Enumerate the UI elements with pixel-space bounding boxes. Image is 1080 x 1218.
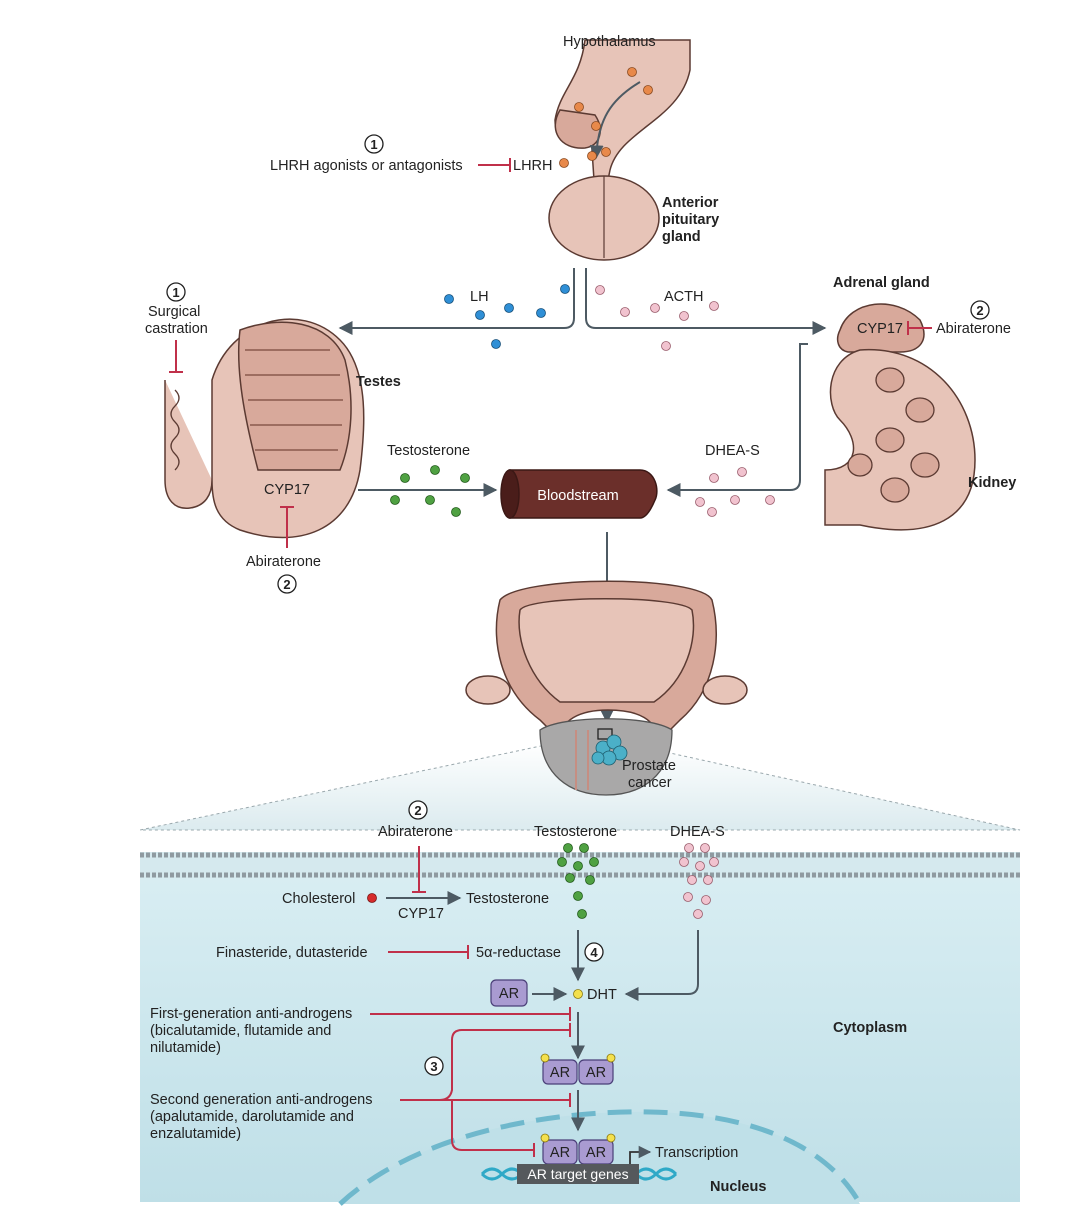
prostate-illustration xyxy=(465,580,748,796)
lhrh-inhibition xyxy=(478,158,511,172)
prostate-cancer-label-1: Prostate xyxy=(622,758,676,774)
adrenal-cyp17-label: CYP17 xyxy=(857,321,903,337)
svg-text:AR: AR xyxy=(499,986,519,1002)
step-2-badge-cell: 2 xyxy=(408,800,428,820)
lhrh-drugs-label: LHRH agonists or antagonists xyxy=(270,158,463,174)
kidney-illustration xyxy=(824,303,976,531)
anterior-pituitary-label-3: gland xyxy=(662,229,701,245)
ar-dimer-nucleus: AR AR xyxy=(540,1133,616,1165)
step-4-badge: 4 xyxy=(584,942,604,962)
second-gen-label-1: Second generation anti-androgens xyxy=(150,1092,373,1108)
testes-abiraterone-label: Abiraterone xyxy=(246,554,321,570)
svg-text:1: 1 xyxy=(172,285,179,300)
adrenal-abiraterone-label: Abiraterone xyxy=(936,321,1011,337)
anterior-pituitary-label-2: pituitary xyxy=(662,212,719,228)
svg-text:2: 2 xyxy=(283,577,290,592)
castration-label-1: Surgical xyxy=(148,304,200,320)
ar-dimer-cytoplasm: AR AR xyxy=(540,1053,616,1085)
lh-dots xyxy=(444,284,570,349)
dht-dot xyxy=(573,989,583,999)
lh-label: LH xyxy=(470,289,489,305)
ar-free: AR xyxy=(490,979,528,1007)
transcription-label: Transcription xyxy=(655,1145,738,1161)
five-alpha-reductase-label: 5α-reductase xyxy=(476,945,561,961)
dhea-s-label-membrane: DHEA-S xyxy=(670,824,725,840)
kidney-label: Kidney xyxy=(968,475,1016,491)
pituitary-region xyxy=(548,39,691,261)
ar-target-genes-box xyxy=(517,1164,639,1184)
cytoplasm-label: Cytoplasm xyxy=(833,1020,907,1036)
cholesterol-label: Cholesterol xyxy=(282,891,355,907)
dht-label: DHT xyxy=(587,987,617,1003)
testosterone-dots-top xyxy=(390,465,470,517)
svg-text:AR: AR xyxy=(550,1145,570,1161)
acth-dots xyxy=(595,285,719,351)
cell-cyp17-label: CYP17 xyxy=(398,906,444,922)
ar-target-genes-label: AR target genes xyxy=(527,1166,628,1182)
svg-text:2: 2 xyxy=(976,303,983,318)
hypothalamus-label: Hypothalamus xyxy=(563,34,656,50)
bracket-to-cytoplasm xyxy=(400,1023,571,1101)
svg-text:AR: AR xyxy=(586,1065,606,1081)
testes-cyp17-inhibition xyxy=(280,506,294,548)
svg-text:AR: AR xyxy=(550,1065,570,1081)
lhrh-label: LHRH xyxy=(513,158,552,174)
dna-helix xyxy=(480,1167,678,1181)
adrenal-cyp17-inhibition xyxy=(907,321,932,335)
svg-text:AR: AR xyxy=(586,1145,606,1161)
second-gen-label-3: enzalutamide) xyxy=(150,1126,241,1142)
finasteride-label: Finasteride, dutasteride xyxy=(216,945,368,961)
first-gen-label-3: nilutamide) xyxy=(150,1040,221,1056)
svg-text:1: 1 xyxy=(370,137,377,152)
nucleus-label: Nucleus xyxy=(710,1179,766,1195)
svg-text:2: 2 xyxy=(414,803,421,818)
step-1-badge-castration: 1 xyxy=(166,282,186,302)
first-gen-label-1: First-generation anti-androgens xyxy=(150,1006,352,1022)
testosterone-label-top: Testosterone xyxy=(387,443,470,459)
lhrh-dots xyxy=(559,67,653,168)
prostate-cancer-label-2: cancer xyxy=(628,775,672,791)
anterior-pituitary-label-1: Anterior xyxy=(662,195,719,211)
lh-arrow xyxy=(338,268,575,335)
dhea-s-dots-membrane xyxy=(679,843,719,919)
acth-arrow xyxy=(585,268,827,335)
castration-inhibition xyxy=(169,340,183,373)
bloodstream-label: Bloodstream xyxy=(537,488,618,504)
cell-cyp17-inhibition xyxy=(412,846,426,893)
bloodstream-vessel xyxy=(500,469,658,519)
first-gen-label-2: (bicalutamide, flutamide and xyxy=(150,1023,331,1039)
step-1-badge-top: 1 xyxy=(364,134,384,154)
dhea-s-arrow xyxy=(666,343,808,497)
svg-text:4: 4 xyxy=(590,945,598,960)
step-2-badge-adrenal: 2 xyxy=(970,300,990,320)
testes-illustration xyxy=(164,318,365,539)
testes-label: Testes xyxy=(356,374,401,390)
adrenal-gland-label: Adrenal gland xyxy=(833,275,930,291)
castration-label-2: castration xyxy=(145,321,208,337)
first-gen-inhibition xyxy=(370,1007,571,1021)
testosterone-label-membrane: Testosterone xyxy=(534,824,617,840)
second-gen-label-2: (apalutamide, darolutamide and xyxy=(150,1109,354,1125)
dhea-s-label-top: DHEA-S xyxy=(705,443,760,459)
cell-abiraterone-label: Abiraterone xyxy=(378,824,453,840)
svg-text:3: 3 xyxy=(430,1059,437,1074)
testes-cyp17-label: CYP17 xyxy=(264,482,310,498)
step-2-badge-testes: 2 xyxy=(277,574,297,594)
dhea-s-dots-top xyxy=(695,467,775,517)
step-3-badge: 3 xyxy=(424,1056,444,1076)
testosterone-dots-membrane xyxy=(557,843,599,919)
cholesterol-dot xyxy=(367,893,377,903)
dhea-to-dht-arrow xyxy=(624,930,699,1001)
finasteride-inhibition xyxy=(388,945,469,959)
testosterone-label-cell: Testosterone xyxy=(466,891,549,907)
bracket-to-nucleus xyxy=(451,1100,535,1157)
acth-label: ACTH xyxy=(664,289,703,305)
